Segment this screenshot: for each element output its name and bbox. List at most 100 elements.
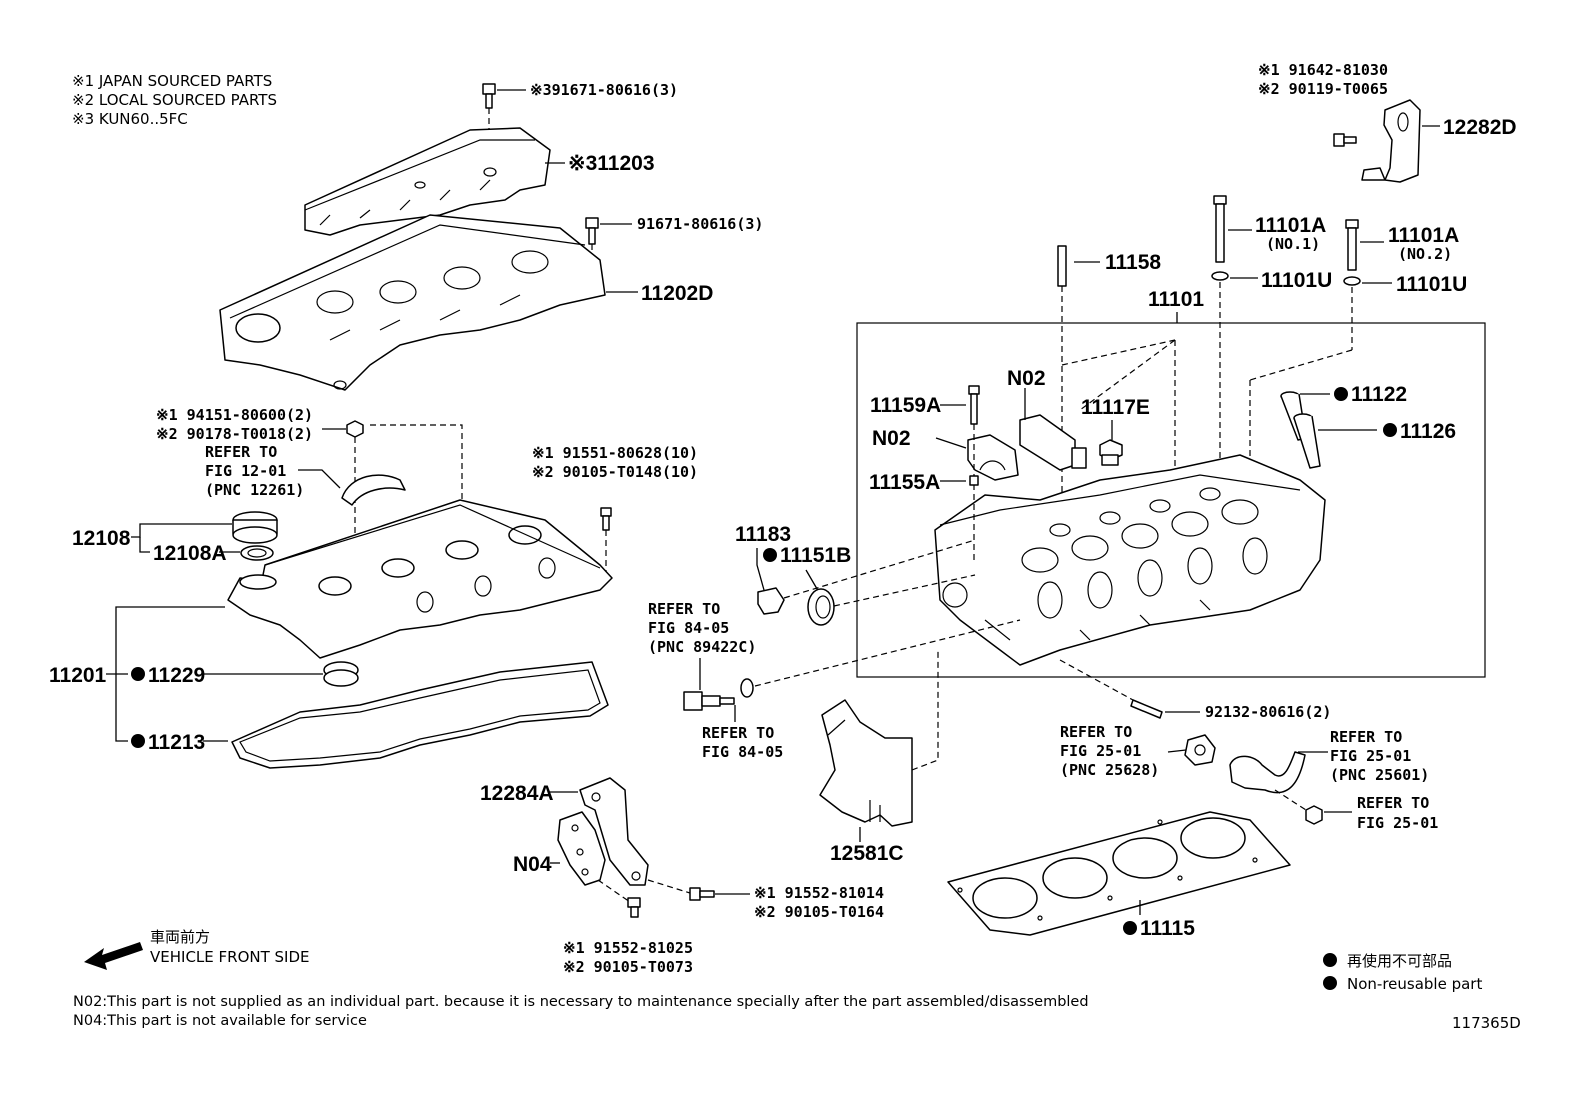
guide-11126 — [1293, 413, 1321, 469]
oil-filler-cap-12108 — [232, 511, 278, 544]
label-front-en: VEHICLE FRONT SIDE — [150, 948, 310, 966]
label-N04[interactable]: N04 — [513, 853, 552, 876]
label-11159A[interactable]: 11159A — [870, 394, 941, 417]
bolt-91671-top — [482, 83, 496, 109]
label-91642-81030[interactable]: ※1 91642-81030 — [1258, 61, 1388, 79]
stud-11158 — [1057, 245, 1067, 287]
ref-fig-84-05-b-line1: REFER TO — [702, 724, 774, 742]
label-11201[interactable]: 11201 — [49, 664, 107, 687]
camshaft-cap-N02-lower — [967, 434, 1019, 481]
label-11122[interactable]: 11122 — [1351, 383, 1407, 406]
seal-11151B — [807, 588, 835, 626]
ref-fig-25-01-a-line2: FIG 25-01 — [1060, 742, 1141, 760]
non-reusable-dot-11151B — [763, 548, 777, 562]
legend-dot-icon-2 — [1323, 976, 1337, 990]
plate-12581C-shape — [819, 699, 913, 827]
ref-fig-12-01-line2: FIG 12-01 — [205, 462, 286, 480]
label-12284A[interactable]: 12284A — [480, 782, 554, 805]
label-11101U-2[interactable]: 11101U — [1396, 273, 1467, 296]
bracket-12282D-shape — [1361, 99, 1421, 183]
non-reusable-dot-11229 — [131, 667, 145, 681]
non-reusable-dot-11122 — [1334, 387, 1348, 401]
non-reusable-dot-11126 — [1383, 423, 1397, 437]
engine-cover-11202D-shape — [219, 214, 606, 391]
ref-fig-25-01-c-line1: REFER TO — [1357, 794, 1429, 812]
label-11155A[interactable]: 11155A — [869, 471, 940, 494]
label-11202D[interactable]: 11202D — [641, 282, 713, 305]
label-front-jp: 車両前方 — [150, 928, 210, 946]
non-reusable-dot-11115 — [1123, 921, 1137, 935]
label-11203[interactable]: ※311203 — [568, 152, 655, 175]
bolt-11101A-no1 — [1213, 195, 1227, 263]
label-11101A-no1-sub: (NO.1) — [1266, 235, 1320, 253]
label-94151-80600[interactable]: ※1 94151-80600(2) — [156, 406, 313, 424]
label-11101A-no1[interactable]: 11101A — [1255, 214, 1326, 237]
label-11117E[interactable]: 11117E — [1081, 396, 1150, 419]
label-90105-T0148[interactable]: ※2 90105-T0148(10) — [532, 463, 698, 481]
ref-fig-12-01-line1: REFER TO — [205, 443, 277, 461]
ref-fig-12-01-line3: (PNC 12261) — [205, 481, 304, 499]
label-N02-lower[interactable]: N02 — [872, 427, 911, 450]
camshaft-cap-N02-upper — [1019, 414, 1087, 471]
non-reusable-dot-11213 — [131, 734, 145, 748]
bolt-91642 — [1333, 133, 1357, 147]
label-11213[interactable]: 11213 — [148, 731, 205, 754]
plug-11117E — [1099, 439, 1123, 466]
label-11229[interactable]: 11229 — [148, 664, 205, 687]
ref-fig-84-05-b-line2: FIG 84-05 — [702, 743, 783, 761]
head-gasket-11115-shape — [947, 811, 1291, 936]
legend-jp: 再使用不可部品 — [1347, 952, 1452, 970]
label-11101A-no2[interactable]: 11101A — [1388, 224, 1459, 247]
label-91552-81025[interactable]: ※1 91552-81025 — [563, 939, 693, 957]
label-92132-80616[interactable]: 92132-80616(2) — [1205, 703, 1331, 721]
label-11101U-1[interactable]: 11101U — [1261, 269, 1332, 292]
plug-11183 — [757, 587, 785, 615]
label-90105-T0073[interactable]: ※2 90105-T0073 — [563, 958, 693, 976]
ref-fig-84-05-a-line3: (PNC 89422C) — [648, 638, 756, 656]
nut-egr — [1305, 805, 1323, 825]
label-12108[interactable]: 12108 — [72, 527, 131, 550]
ref-fig-25-01-c-line2: FIG 25-01 — [1357, 814, 1438, 832]
label-11101[interactable]: 11101 — [1148, 288, 1204, 311]
label-11126[interactable]: 11126 — [1400, 420, 1456, 443]
bolt-11101A-no2 — [1345, 219, 1359, 271]
seal-11229 — [323, 661, 359, 687]
label-91671-80616[interactable]: 91671-80616(3) — [637, 215, 763, 233]
temperature-sensor-shape — [683, 691, 735, 711]
ref-fig-25-01-b-line3: (PNC 25601) — [1330, 766, 1429, 784]
label-90119-T0065[interactable]: ※2 90119-T0065 — [1258, 80, 1388, 98]
label-90105-T0164[interactable]: ※2 90105-T0164 — [754, 903, 884, 921]
bolt-91671 — [585, 217, 599, 245]
label-11115[interactable]: 11115 — [1140, 917, 1195, 940]
label-N02-upper[interactable]: N02 — [1007, 367, 1046, 390]
egr-gasket-shape — [1184, 734, 1216, 766]
label-11183[interactable]: 11183 — [735, 523, 791, 546]
legend-en: Non-reusable part — [1347, 975, 1482, 993]
label-12282D[interactable]: 12282D — [1443, 116, 1517, 139]
label-91551-80628[interactable]: ※1 91551-80628(10) — [532, 444, 698, 462]
label-11101A-no2-sub: (NO.2) — [1398, 245, 1452, 263]
label-90178-T0018[interactable]: ※2 90178-T0018(2) — [156, 425, 313, 443]
label-11151B[interactable]: 11151B — [780, 544, 851, 567]
label-12581C[interactable]: 12581C — [830, 842, 904, 865]
label-11158[interactable]: 11158 — [1105, 251, 1161, 274]
figure-id: 117365D — [1452, 1014, 1521, 1032]
bolt-91551 — [600, 507, 612, 531]
bolt-91552-81014 — [689, 887, 715, 901]
washer-11101U-1 — [1211, 271, 1229, 281]
label-91671-80616-top[interactable]: ※391671-80616(3) — [530, 81, 678, 99]
cylinder-head-cover-11201-shape — [227, 499, 613, 659]
note-model-range: ※3 KUN60..5FC — [72, 110, 188, 128]
washer-11101U-2 — [1343, 276, 1361, 286]
cover-11203-shape — [304, 127, 551, 236]
ref-fig-84-05-a-line2: FIG 84-05 — [648, 619, 729, 637]
note-japan-sourced: ※1 JAPAN SOURCED PARTS — [72, 72, 272, 90]
ref-fig-25-01-b-line1: REFER TO — [1330, 728, 1402, 746]
legend-dot-icon — [1323, 953, 1337, 967]
vehicle-front-arrow-icon — [84, 942, 143, 970]
nut-94151 — [346, 420, 364, 438]
stud-92132 — [1130, 699, 1163, 719]
label-91552-81014[interactable]: ※1 91552-81014 — [754, 884, 884, 902]
label-12108A[interactable]: 12108A — [153, 542, 227, 565]
